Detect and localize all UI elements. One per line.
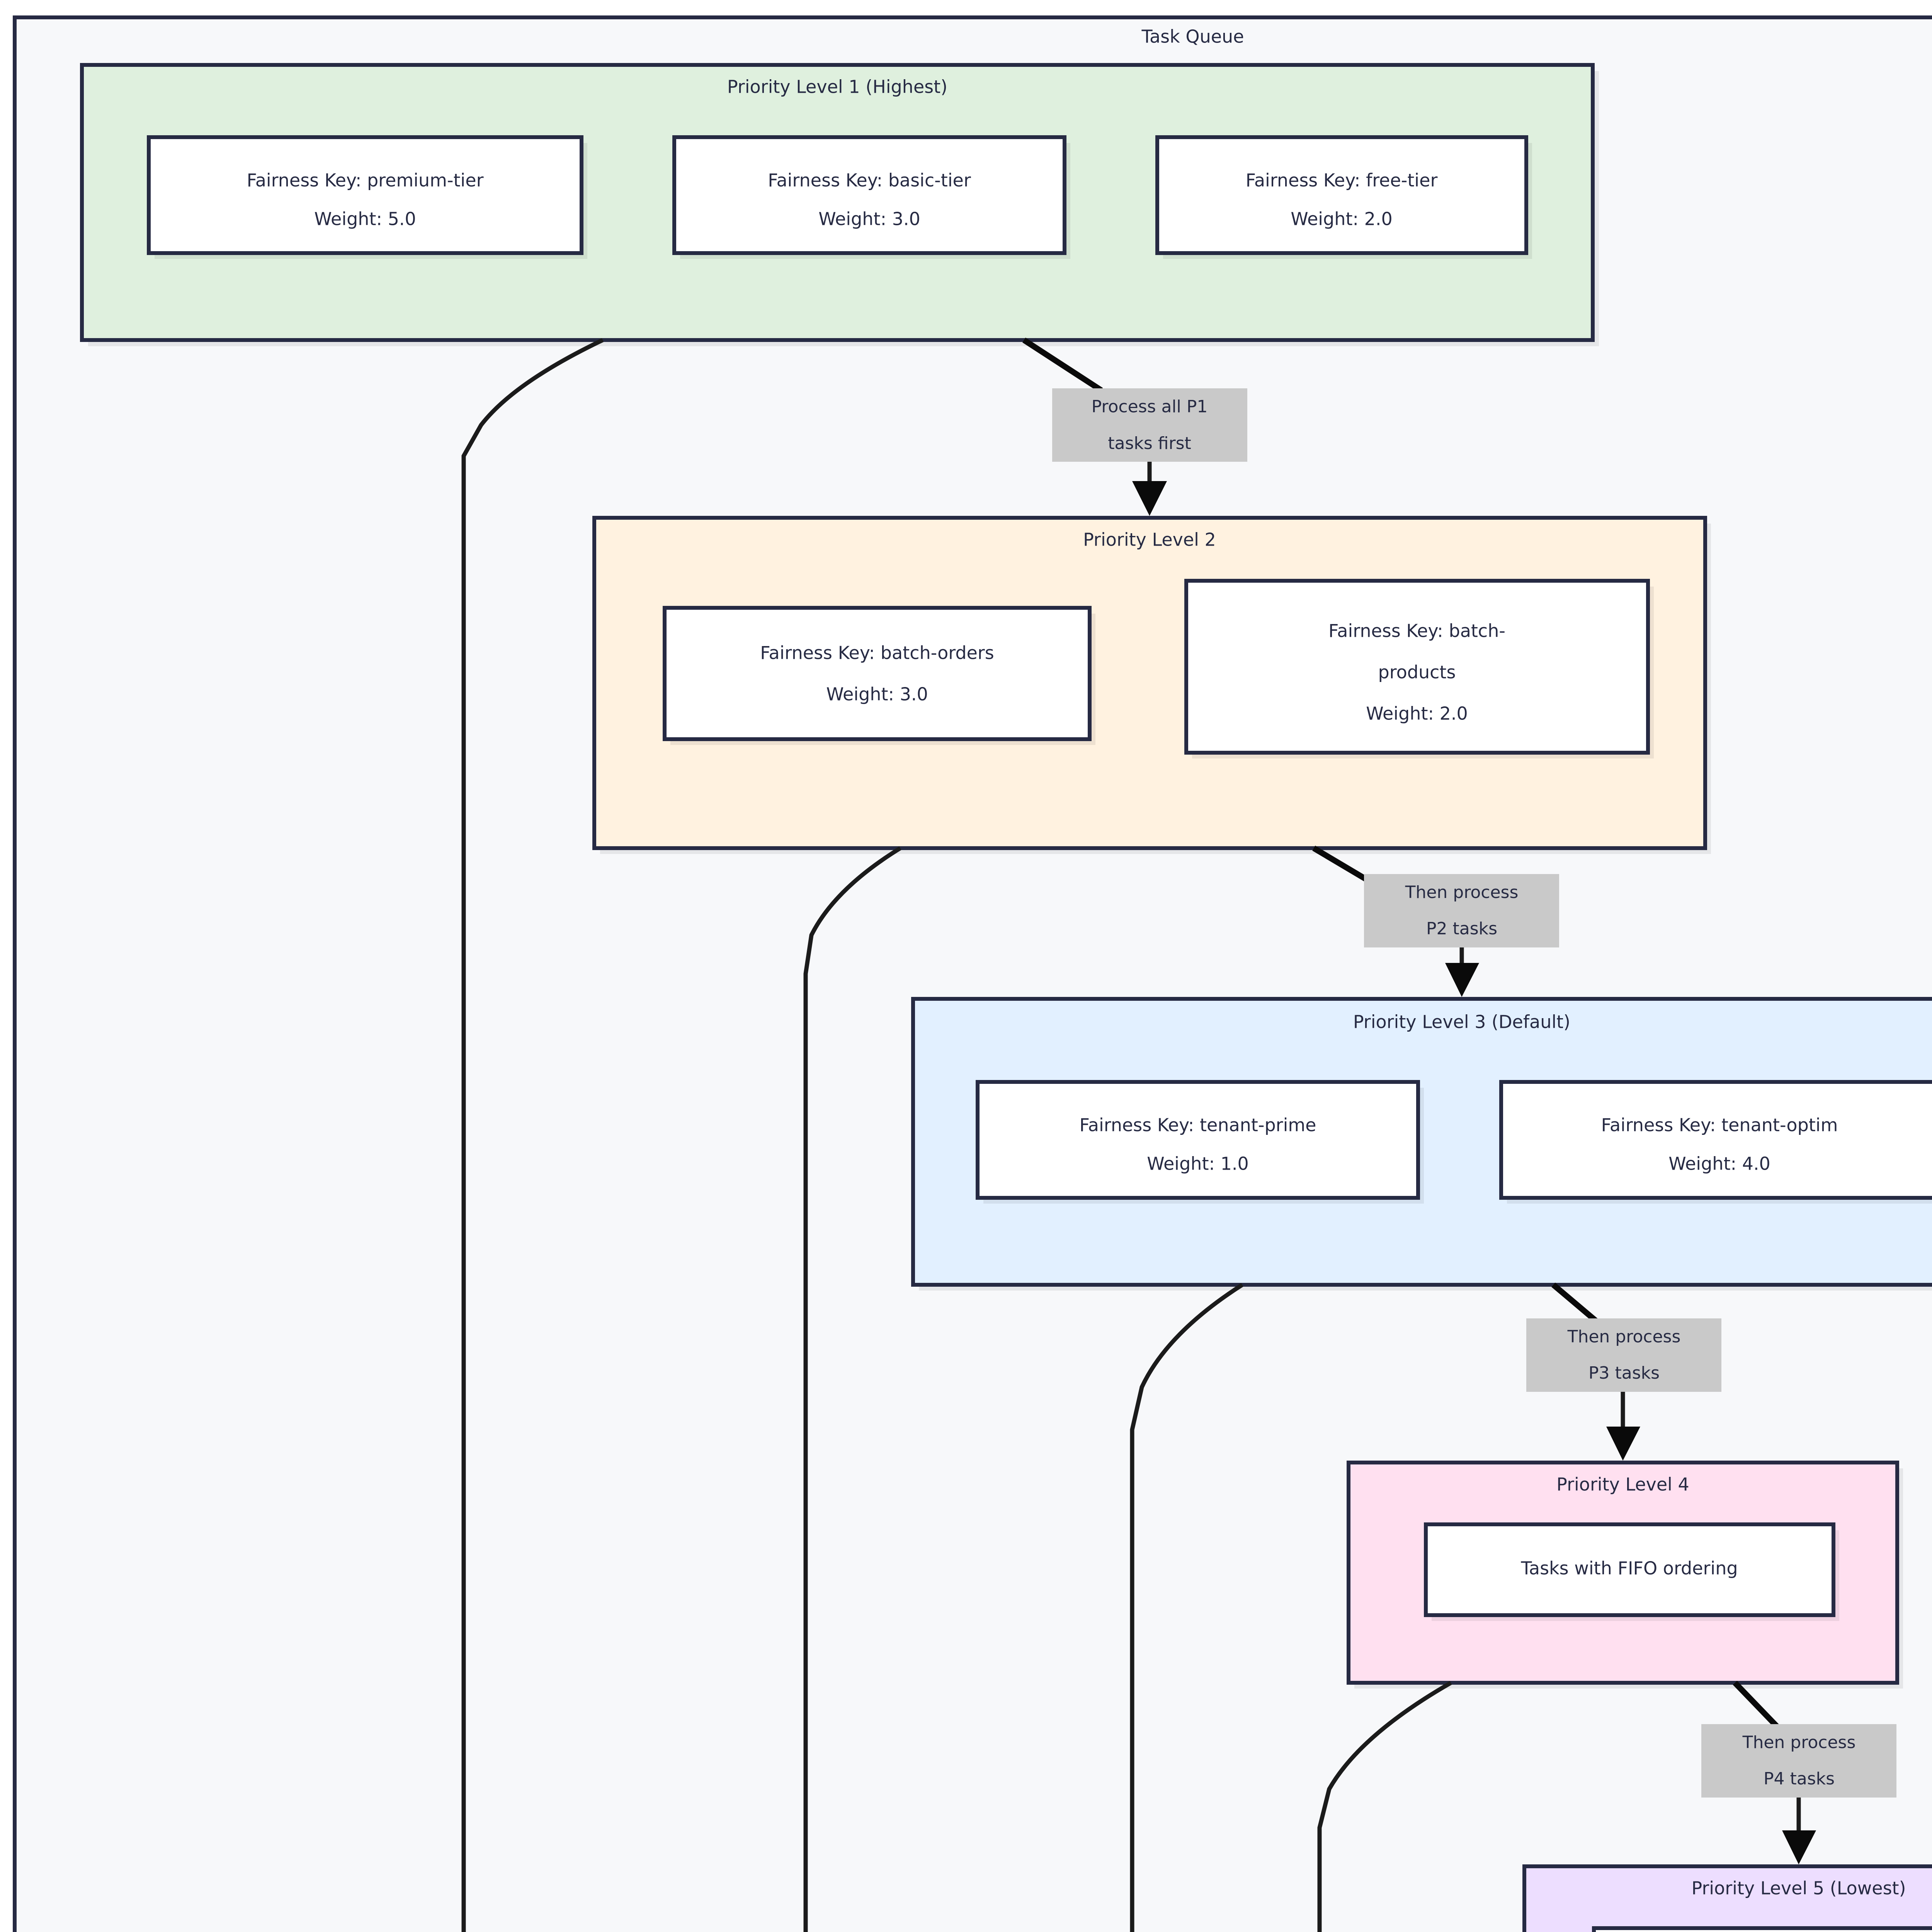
node-p5-fifo[interactable]: Tasks with FIFO ordering — [1592, 1926, 1932, 1932]
p4-fifo-label: Tasks with FIFO ordering — [1520, 1558, 1738, 1579]
cluster-priority-level-3[interactable]: Priority Level 3 (Default) Fairness Key:… — [911, 997, 1932, 1291]
edge-label-then-process-p2: Then process P2 tasks — [1364, 874, 1559, 947]
p2-products-rect — [1184, 579, 1650, 755]
p4-fifo-rect — [1424, 1522, 1835, 1617]
edge-label-3-line1: Then process — [1567, 1327, 1681, 1347]
cluster-priority-level-4[interactable]: Priority Level 4 Tasks with FIFO orderin… — [1347, 1461, 1903, 1689]
p5-title: Priority Level 5 (Lowest) — [1691, 1878, 1906, 1899]
edge-label-2-line2: P2 tasks — [1426, 919, 1497, 939]
edge-label-2-bg — [1364, 874, 1559, 947]
node-p1-free-tier[interactable]: Fairness Key: free-tier Weight: 2.0 — [1155, 135, 1532, 259]
edge-label-2-line1: Then process — [1405, 883, 1519, 902]
p2-title: Priority Level 2 — [1083, 529, 1216, 550]
p4-title: Priority Level 4 — [1556, 1474, 1689, 1495]
task-queue-title: Task Queue — [1141, 26, 1244, 47]
p3-prime-rect — [976, 1080, 1420, 1200]
p1-free-line1: Fairness Key: free-tier — [1246, 170, 1438, 191]
p1-basic-line2: Weight: 3.0 — [818, 209, 920, 230]
edge-p1-to-p2-upper — [1022, 337, 1103, 393]
node-p2-batch-orders[interactable]: Fairness Key: batch-orders Weight: 3.0 — [663, 606, 1095, 745]
p2-products-line2: products — [1378, 662, 1456, 683]
arrow-p1-to-p2 — [1132, 481, 1167, 516]
p5-fifo-rect — [1592, 1926, 1932, 1932]
edge-label-1-line1: Process all P1 — [1092, 397, 1208, 417]
p2-orders-rect — [663, 606, 1092, 741]
p1-free-line2: Weight: 2.0 — [1291, 209, 1393, 230]
edge-label-1-bg — [1052, 388, 1247, 462]
edge-label-4-line1: Then process — [1742, 1733, 1856, 1752]
p3-prime-line1: Fairness Key: tenant-prime — [1080, 1115, 1316, 1136]
p1-basic-rect — [672, 135, 1066, 255]
edge-p4-to-workers — [1317, 1681, 1452, 1932]
arrow-p2-to-p3 — [1445, 963, 1479, 997]
edge-label-then-process-p3: Then process P3 tasks — [1526, 1318, 1721, 1392]
p3-optim-rect — [1499, 1080, 1932, 1200]
node-p1-premium-tier[interactable]: Fairness Key: premium-tier Weight: 5.0 — [147, 135, 587, 259]
p2-orders-line1: Fairness Key: batch-orders — [760, 643, 994, 663]
arrow-p3-to-p4 — [1606, 1427, 1640, 1461]
edge-p2-to-workers — [803, 846, 901, 1932]
p3-optim-line2: Weight: 4.0 — [1668, 1153, 1770, 1174]
node-p3-tenant-optim[interactable]: Fairness Key: tenant-optim Weight: 4.0 — [1499, 1080, 1932, 1204]
edge-label-then-process-p4: Then process P4 tasks — [1701, 1724, 1896, 1798]
p3-prime-line2: Weight: 1.0 — [1147, 1153, 1249, 1174]
p1-basic-line1: Fairness Key: basic-tier — [768, 170, 971, 191]
p1-premium-rect — [147, 135, 583, 255]
cluster-priority-level-1[interactable]: Priority Level 1 (Highest) Fairness Key:… — [80, 63, 1599, 346]
p5-rect — [1522, 1864, 1932, 1932]
p1-premium-line1: Fairness Key: premium-tier — [247, 170, 483, 191]
arrow-p4-to-p5 — [1782, 1830, 1816, 1864]
cluster-priority-level-2[interactable]: Priority Level 2 Fairness Key: batch-ord… — [592, 516, 1711, 854]
node-p4-fifo[interactable]: Tasks with FIFO ordering — [1424, 1522, 1839, 1621]
cluster-priority-level-5[interactable]: Priority Level 5 (Lowest) Tasks with FIF… — [1522, 1864, 1932, 1932]
node-p1-basic-tier[interactable]: Fairness Key: basic-tier Weight: 3.0 — [672, 135, 1070, 259]
edge-label-4-line2: P4 tasks — [1764, 1769, 1835, 1789]
p2-products-line3: Weight: 2.0 — [1366, 703, 1468, 724]
node-p2-batch-products[interactable]: Fairness Key: batch- products Weight: 2.… — [1184, 579, 1654, 759]
p2-products-line1: Fairness Key: batch- — [1328, 621, 1505, 641]
edge-label-3-bg — [1526, 1318, 1721, 1392]
edge-label-process-all-p1: Process all P1 tasks first — [1052, 388, 1247, 462]
edge-p1-to-workers — [461, 338, 604, 1932]
edge-label-3-line2: P3 tasks — [1588, 1363, 1660, 1383]
edge-p3-to-workers — [1130, 1283, 1243, 1932]
p3-title: Priority Level 3 (Default) — [1353, 1012, 1570, 1032]
p1-title: Priority Level 1 (Highest) — [727, 77, 947, 97]
p1-premium-line2: Weight: 5.0 — [314, 209, 416, 230]
node-p3-tenant-prime[interactable]: Fairness Key: tenant-prime Weight: 1.0 — [976, 1080, 1424, 1204]
p1-free-rect — [1155, 135, 1528, 255]
edge-label-4-bg — [1701, 1724, 1896, 1798]
p2-orders-line2: Weight: 3.0 — [826, 684, 928, 705]
p3-optim-line1: Fairness Key: tenant-optim — [1601, 1115, 1838, 1136]
edge-label-1-line2: tasks first — [1108, 434, 1191, 453]
